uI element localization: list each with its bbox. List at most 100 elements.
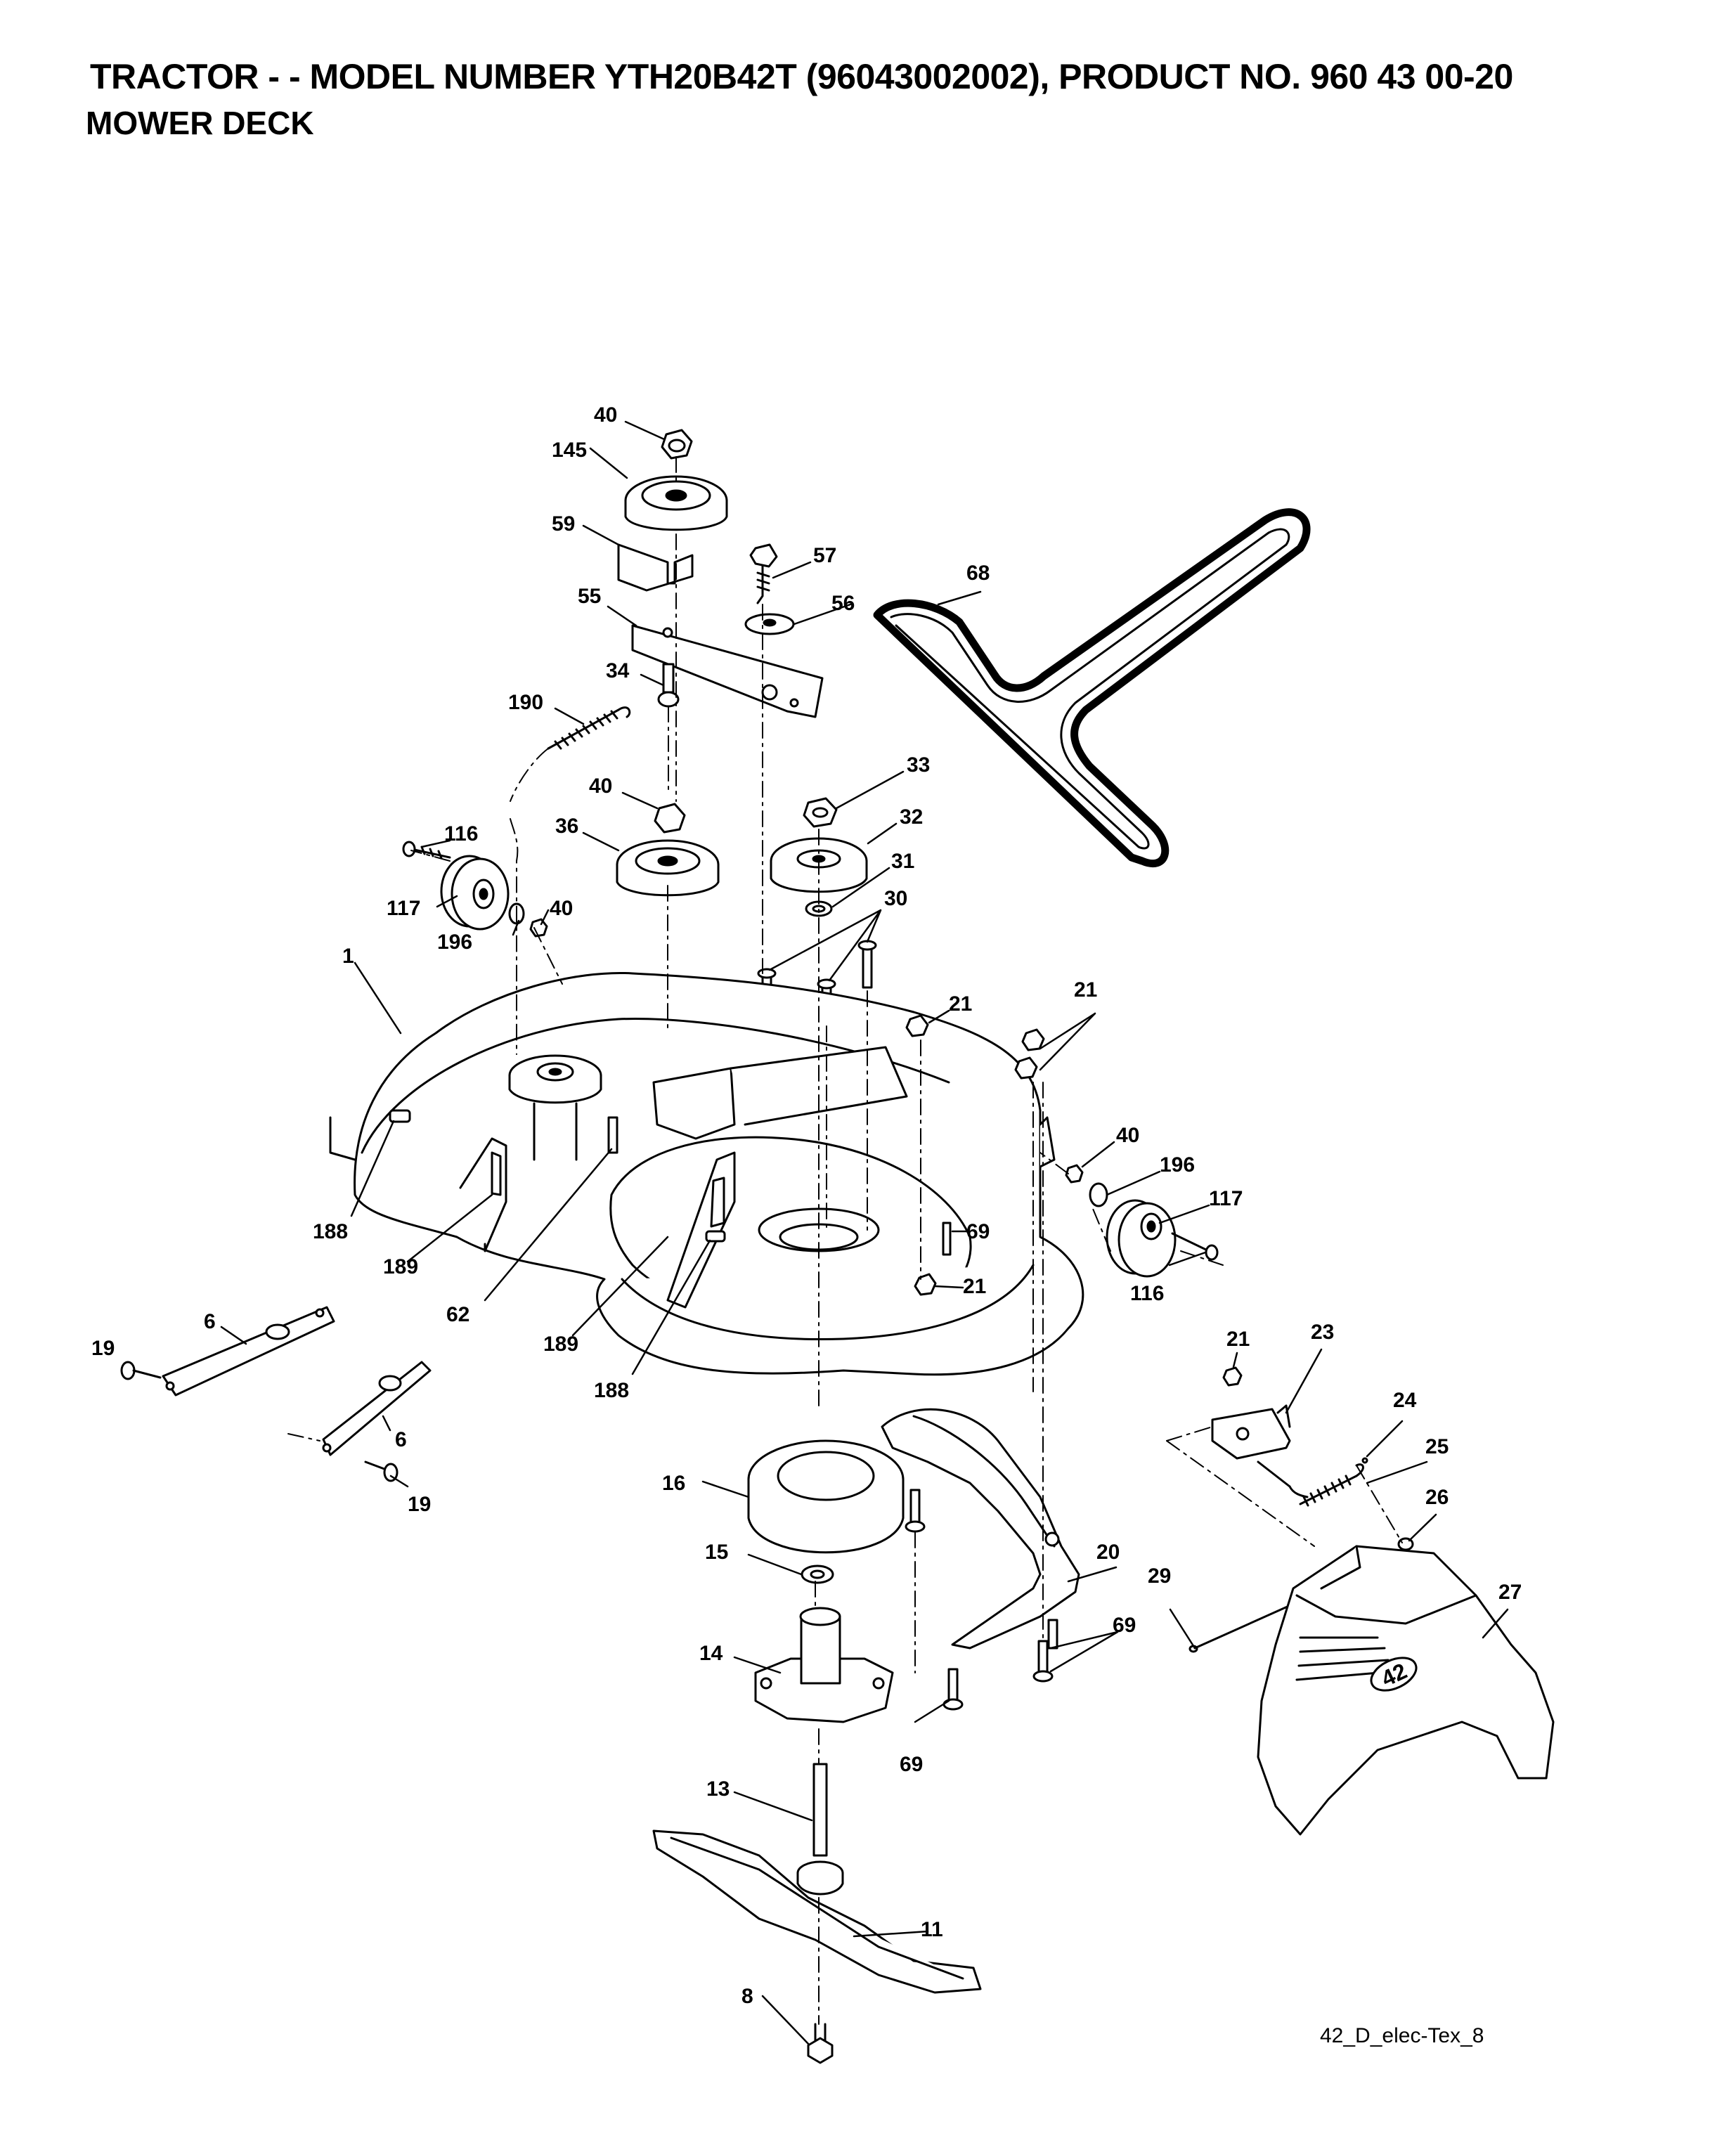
spring-25	[1257, 1460, 1364, 1507]
blade-bolt-8	[807, 2023, 834, 2064]
callout-14: 14	[699, 1642, 723, 1665]
spindle-housing-14	[754, 1607, 894, 1723]
bracket-59	[617, 543, 694, 592]
bolt-19-lower	[364, 1460, 399, 1482]
gauge-wheel-117-left	[440, 855, 510, 931]
callout-33: 33	[907, 753, 930, 777]
drive-belt	[873, 508, 1311, 868]
section-subtitle: MOWER DECK	[86, 105, 314, 141]
hex-nut-40-mid	[654, 803, 686, 834]
callout-189: 189	[543, 1333, 578, 1356]
washer-56	[744, 613, 795, 635]
callout-6: 6	[204, 1310, 216, 1333]
pulley-145	[624, 475, 728, 531]
screw-57	[749, 543, 778, 604]
callout-56: 56	[831, 592, 855, 615]
callout-69: 69	[900, 1753, 923, 1776]
callout-57: 57	[813, 544, 836, 567]
callout-36: 36	[555, 815, 578, 838]
callout-21: 21	[1226, 1328, 1250, 1351]
callout-32: 32	[900, 805, 923, 829]
callout-188: 188	[313, 1220, 348, 1243]
callout-55: 55	[578, 585, 601, 608]
bolt-188-right	[705, 1230, 726, 1243]
callout-29: 29	[1148, 1564, 1171, 1588]
callout-116: 116	[1130, 1282, 1164, 1305]
discharge-chute-27	[1257, 1545, 1555, 1836]
nut-40-right	[1065, 1164, 1084, 1184]
bolt-116-right	[1171, 1232, 1219, 1261]
callout-20: 20	[1096, 1541, 1120, 1564]
hex-nut-40-top	[661, 429, 693, 460]
bolt-116-left	[402, 841, 451, 860]
bolt-188-left	[389, 1109, 411, 1123]
callout-15: 15	[705, 1541, 728, 1564]
callout-8: 8	[741, 1985, 753, 2008]
callout-31: 31	[891, 850, 914, 873]
deck-lift-bracket-left	[459, 1137, 507, 1252]
callout-196: 196	[1160, 1153, 1195, 1177]
bolt-19-upper	[120, 1361, 162, 1380]
callout-145: 145	[552, 439, 587, 462]
callout-16: 16	[662, 1472, 685, 1495]
callout-30: 30	[884, 887, 907, 910]
deflector-bracket-20	[881, 1408, 1080, 1650]
nut-40-left	[529, 918, 548, 938]
callout-13: 13	[706, 1777, 730, 1801]
washer-196-right	[1089, 1182, 1108, 1207]
nuts-21-deck	[905, 1014, 1045, 1296]
pin-24	[1361, 1457, 1368, 1464]
spindle-cover-16	[747, 1439, 905, 1554]
callout-21: 21	[1074, 978, 1097, 1002]
nut-21-hinge	[1222, 1366, 1243, 1387]
spring-190	[547, 706, 631, 750]
callout-1: 1	[342, 945, 354, 968]
callout-6: 6	[395, 1428, 407, 1451]
callout-23: 23	[1311, 1321, 1334, 1344]
figure-code: 42_D_elec-Tex_8	[1320, 2024, 1484, 2047]
gauge-wheel-117-right	[1106, 1199, 1177, 1278]
mower-deck-housing	[329, 971, 1084, 1376]
callout-21: 21	[949, 992, 972, 1016]
callout-59: 59	[552, 512, 575, 536]
assembly-lines	[287, 456, 1403, 2025]
drive-belt-inner	[890, 528, 1290, 850]
idler-arm-55	[631, 624, 824, 718]
callout-117: 117	[1209, 1187, 1243, 1210]
callout-40: 40	[589, 775, 612, 798]
callout-27: 27	[1498, 1581, 1522, 1604]
callout-117: 117	[387, 897, 420, 920]
callout-11: 11	[921, 1918, 943, 1941]
callout-40: 40	[594, 403, 617, 427]
leader-lines	[220, 420, 1509, 2045]
spacer-15	[801, 1564, 834, 1584]
callout-40: 40	[550, 897, 573, 920]
callout-19: 19	[91, 1337, 115, 1360]
nut-33	[803, 797, 838, 828]
blade-11	[652, 1829, 982, 1994]
page-title: TRACTOR - - MODEL NUMBER YTH20B42T (9604…	[90, 57, 1513, 96]
callout-40: 40	[1116, 1124, 1139, 1147]
bolt-62	[607, 1116, 618, 1154]
callout-69: 69	[1113, 1614, 1136, 1637]
deck-top-pulley	[508, 1054, 602, 1161]
callout-116: 116	[444, 822, 478, 846]
callout-189: 189	[383, 1255, 418, 1278]
callout-188: 188	[594, 1379, 629, 1402]
callout-19: 19	[408, 1493, 431, 1516]
deck-lift-bracket-right	[666, 1151, 736, 1309]
callout-68: 68	[966, 562, 990, 585]
bolt-34	[657, 663, 680, 708]
hinge-bracket-23	[1211, 1404, 1291, 1460]
callout-24: 24	[1393, 1389, 1417, 1412]
callout-25: 25	[1425, 1435, 1449, 1458]
lift-link-6-lower	[322, 1361, 432, 1456]
callout-62: 62	[446, 1303, 469, 1326]
spindle-shaft-13	[796, 1763, 844, 1896]
callout-34: 34	[606, 659, 630, 682]
lift-link-6-upper	[162, 1306, 335, 1397]
pulley-36	[616, 839, 720, 897]
callout-196: 196	[437, 931, 472, 954]
callout-21: 21	[963, 1275, 986, 1298]
